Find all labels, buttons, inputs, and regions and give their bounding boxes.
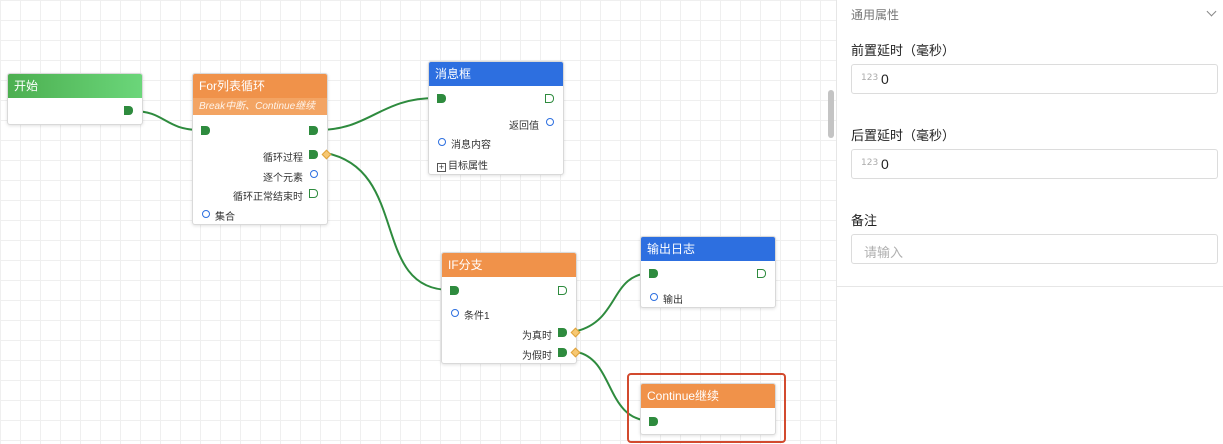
message-return-label: 返回值: [509, 121, 539, 132]
wire-for-to-message: [317, 97, 437, 131]
expand-icon[interactable]: +: [437, 162, 446, 172]
log-exec-out-port[interactable]: [757, 269, 766, 278]
for-loop-body-connector: [321, 149, 332, 160]
if-exec-in-port[interactable]: [450, 286, 459, 295]
section-title: 通用属性: [851, 8, 900, 22]
panel-divider: [837, 286, 1223, 287]
for-collection-port[interactable]: [202, 210, 210, 218]
for-each-item-port[interactable]: [310, 170, 318, 178]
if-condition-port[interactable]: [451, 309, 459, 317]
node-message-box[interactable]: 消息框 返回值 消息内容 +目标属性: [428, 61, 564, 175]
pre-delay-value: 0: [881, 71, 889, 87]
log-exec-in-port[interactable]: [649, 269, 658, 278]
message-return-port[interactable]: [546, 118, 554, 126]
if-exec-out-port[interactable]: [558, 286, 567, 295]
for-loop-end-label: 循环正常结束时: [233, 192, 303, 203]
canvas-scrollbar[interactable]: [828, 90, 834, 138]
if-true-label: 为真时: [522, 331, 552, 342]
node-if-branch[interactable]: IF分支 条件1 为真时 为假时: [441, 252, 581, 364]
post-delay-input[interactable]: 123 0: [851, 149, 1218, 179]
for-loop-body-label: 循环过程: [263, 153, 303, 164]
remark-input[interactable]: 请输入: [851, 234, 1218, 264]
for-each-item-label: 逐个元素: [263, 173, 303, 184]
for-loop-end-port[interactable]: [309, 189, 318, 198]
if-false-label: 为假时: [522, 351, 552, 362]
log-output-label: 输出: [663, 295, 683, 306]
number-icon: 123: [861, 158, 879, 168]
pre-delay-input[interactable]: 123 0: [851, 64, 1218, 94]
message-target-props[interactable]: +目标属性: [437, 157, 488, 172]
log-output-port[interactable]: [650, 293, 658, 301]
if-true-port[interactable]: [558, 328, 567, 337]
message-content-label: 消息内容: [451, 140, 491, 151]
node-start-title: 开始: [8, 74, 142, 98]
message-exec-out-port[interactable]: [545, 94, 554, 103]
node-for-loop[interactable]: For列表循环 Break中断、Continue继续 循环过程 逐个元素 循环正…: [192, 73, 332, 225]
section-header-general[interactable]: 通用属性: [851, 6, 1217, 22]
message-content-port[interactable]: [438, 138, 446, 146]
for-loop-body-port[interactable]: [309, 150, 318, 159]
flow-canvas[interactable]: 开始 For列表循环 Break中断、Continue继续 循环过程 逐个元素 …: [0, 0, 836, 444]
remark-placeholder: 请输入: [864, 245, 904, 260]
selection-highlight: [627, 373, 786, 443]
node-start[interactable]: 开始: [7, 73, 143, 125]
node-log-title: 输出日志: [641, 237, 775, 261]
number-icon: 123: [861, 73, 879, 83]
node-continue-title: Continue继续: [641, 384, 775, 408]
node-for-subtitle: Break中断、Continue继续: [193, 98, 327, 115]
chevron-down-icon[interactable]: [1206, 6, 1217, 17]
start-exec-out-port[interactable]: [124, 106, 133, 115]
if-true-connector: [570, 327, 581, 338]
node-for-title: For列表循环: [193, 74, 327, 98]
node-if-title: IF分支: [442, 253, 576, 277]
continue-exec-in-port[interactable]: [649, 417, 658, 426]
if-false-connector: [570, 347, 581, 358]
pre-delay-label: 前置延时（毫秒）: [851, 43, 956, 58]
node-log-output[interactable]: 输出日志 输出: [640, 236, 776, 308]
for-exec-out-port[interactable]: [309, 126, 318, 135]
post-delay-label: 后置延时（毫秒）: [851, 128, 956, 143]
if-condition-label: 条件1: [464, 311, 490, 322]
message-exec-in-port[interactable]: [437, 94, 446, 103]
properties-panel: 通用属性 前置延时（毫秒） 123 0 后置延时（毫秒） 123 0 备注 请输…: [836, 0, 1223, 444]
post-delay-value: 0: [881, 156, 889, 172]
node-message-title: 消息框: [429, 62, 563, 86]
for-collection-label: 集合: [215, 212, 235, 223]
message-target-props-label: 目标属性: [448, 161, 488, 172]
wire-start-to-for: [132, 110, 201, 131]
remark-label: 备注: [851, 213, 878, 228]
for-exec-in-port[interactable]: [201, 126, 210, 135]
node-continue[interactable]: Continue继续: [640, 383, 776, 435]
if-false-port[interactable]: [558, 348, 567, 357]
